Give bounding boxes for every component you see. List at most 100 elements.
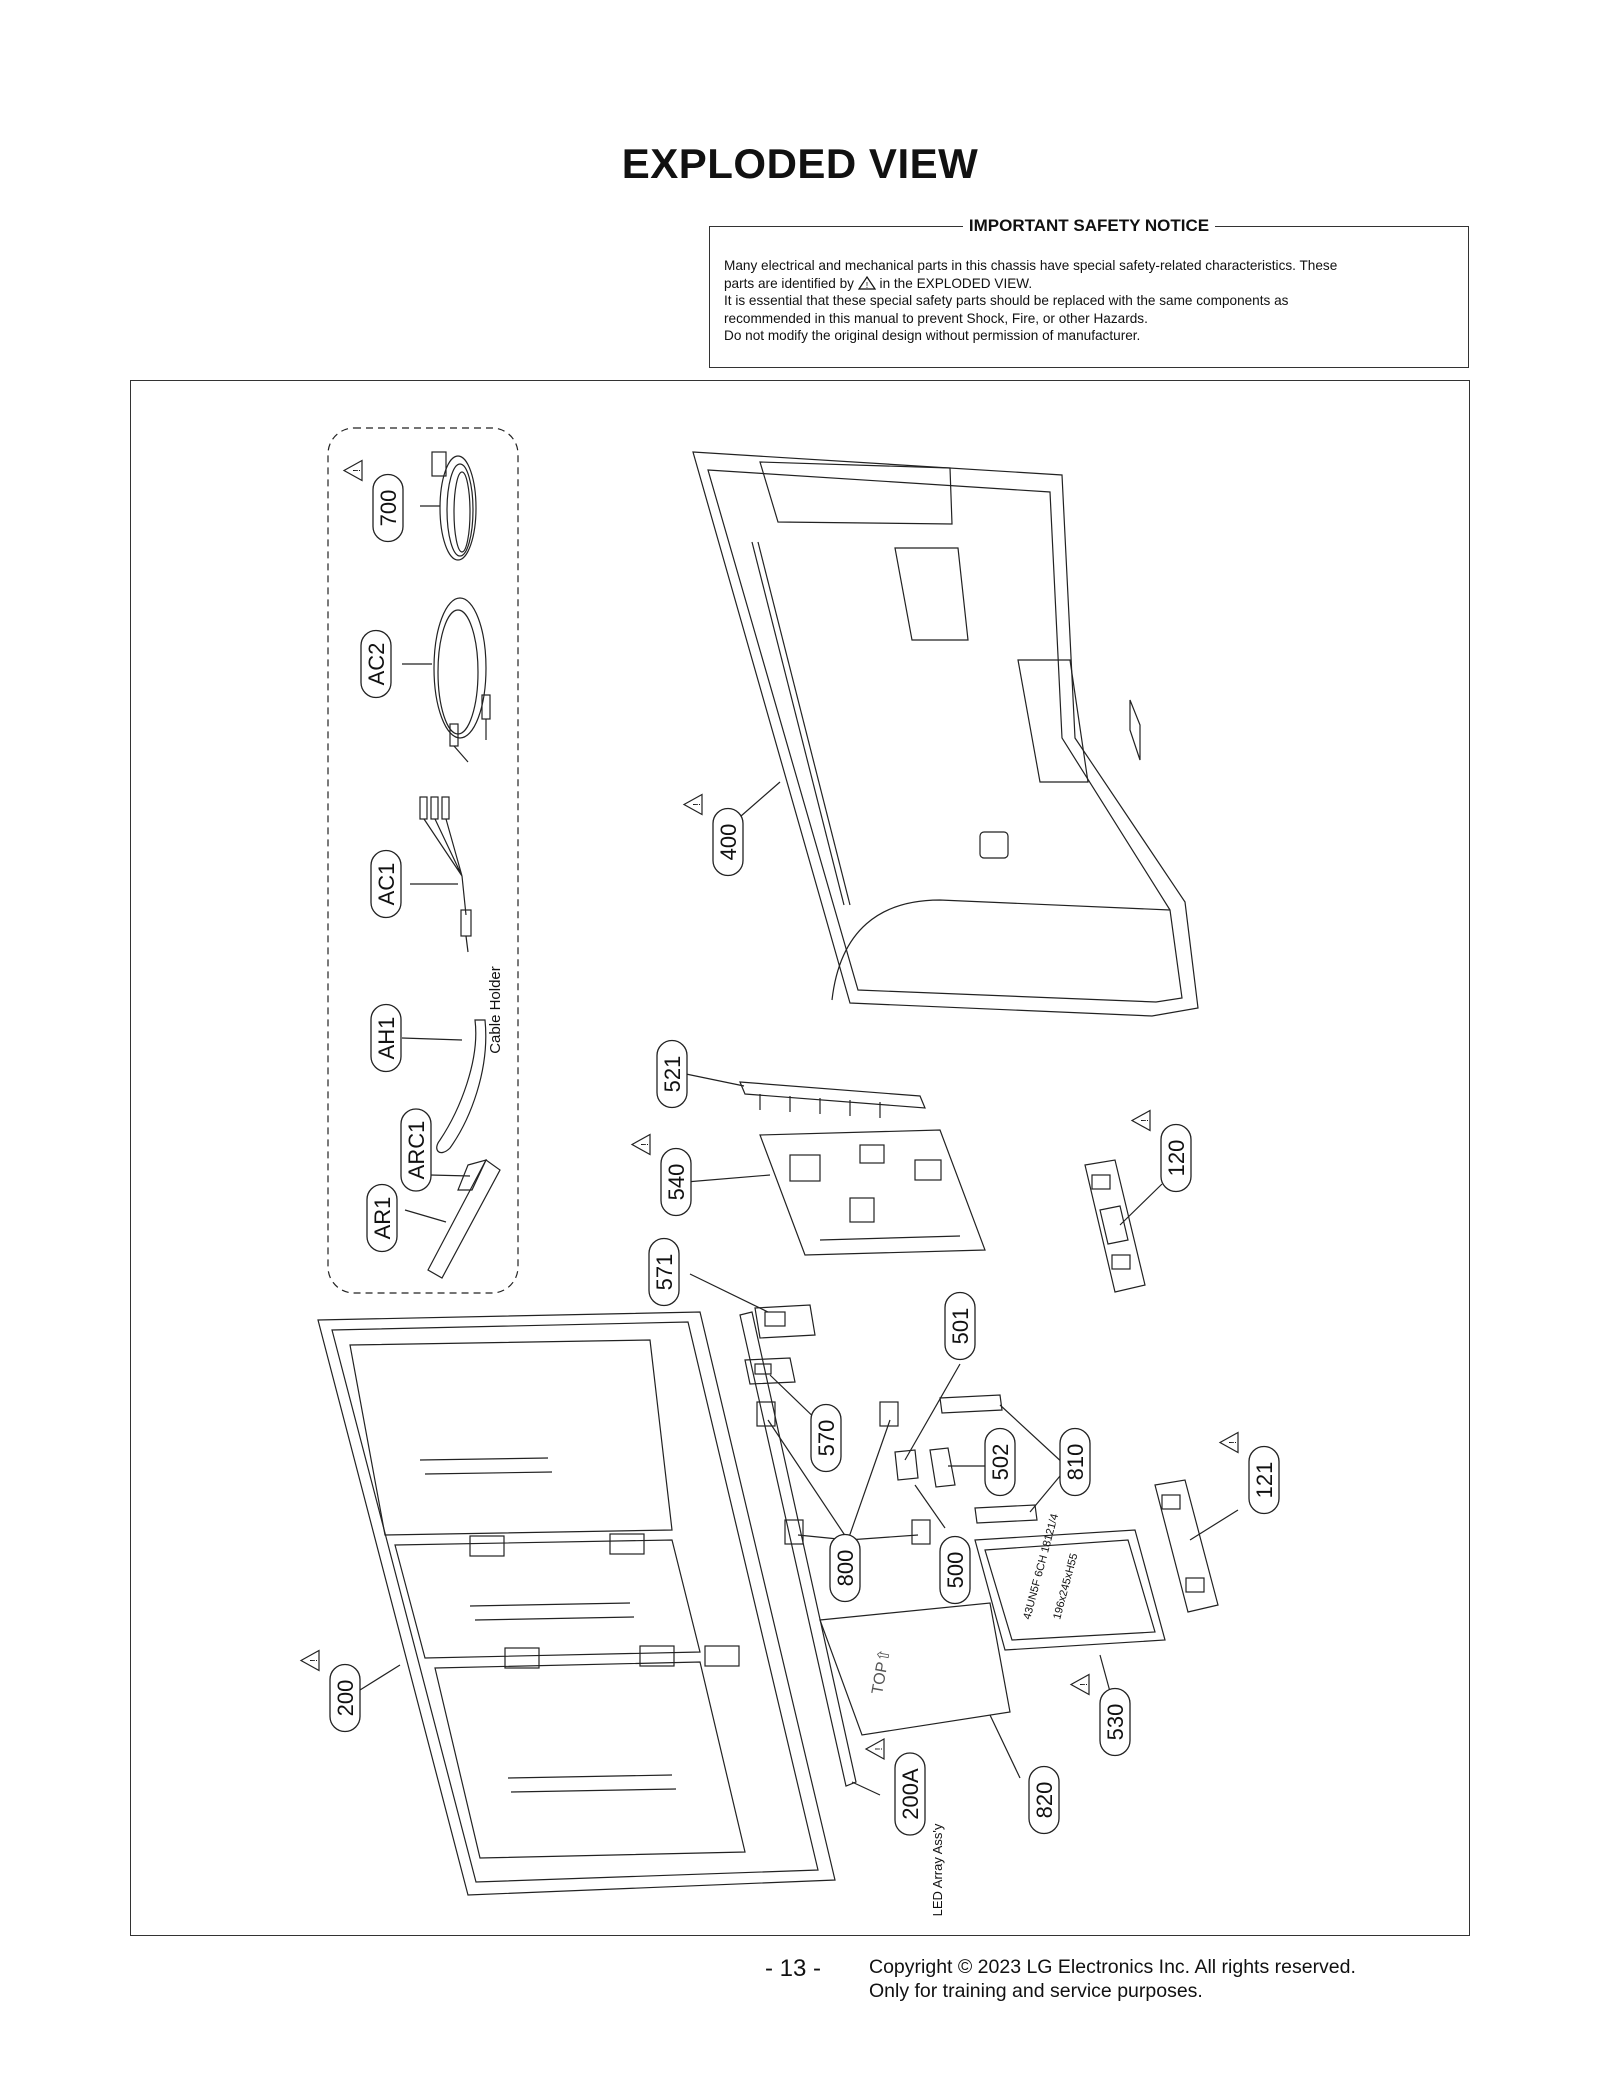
part-number: AC1 [374,863,399,906]
bracket-521-icon [739,1081,926,1118]
warning-triangle-icon: ! [1218,1431,1239,1454]
svg-text:!: ! [692,803,703,806]
part-label-502: 502 [984,1427,1016,1497]
front-panel-icon [317,1311,836,1896]
warning-triangle-icon: ! [682,793,703,816]
part-label-570: 570 [810,1403,842,1473]
part-number: 501 [948,1308,973,1345]
svg-text:!: ! [1140,1119,1151,1122]
bracket-571-icon [754,1304,816,1339]
safety-notice-title: IMPORTANT SAFETY NOTICE [962,216,1216,235]
notice-line-1: Many electrical and mechanical parts in … [724,258,1338,273]
part-number: 700 [376,490,401,527]
part-label-400: 400 [712,807,744,877]
safety-notice-text: Many electrical and mechanical parts in … [724,257,1454,345]
cable-holder-label: Cable Holder [487,966,504,1054]
speaker-121-icon [1154,1479,1219,1613]
notice-line-2-post: in the EXPLODED VIEW. [879,275,1033,291]
led-array-icon [739,1311,857,1787]
main-board-icon [759,1129,986,1256]
page-number: - 13 - [765,1955,822,1982]
svg-text:!: ! [874,1748,885,1751]
part-label-ac1: AC1 [370,849,402,919]
svg-text:!: ! [352,469,363,472]
part-label-ah1: AH1 [370,1003,402,1073]
component-cable-icon [410,796,472,953]
warning-triangle-icon: ! [864,1737,885,1761]
hinge-800-icon [756,1401,931,1545]
part-number: 120 [1164,1140,1189,1177]
copyright: Copyright © 2023 LG Electronics Inc. All… [869,1955,1356,2003]
power-board-text-2: 196x245xH55 [1051,1552,1080,1621]
part-number: 521 [660,1056,685,1093]
bracket-502-icon [929,1447,956,1488]
part-label-700: 700 [372,473,404,543]
top-marker-label: TOP⇧ [869,1647,894,1695]
part-label-571: 571 [648,1237,680,1307]
part-label-521: 521 [656,1039,688,1109]
part-number: ARC1 [404,1121,429,1180]
copyright-line-2: Only for training and service purposes. [869,1980,1203,2002]
part-label-530: 530 [1099,1687,1131,1757]
part-number: AC2 [364,643,389,686]
warning-triangle-icon: ! [299,1649,320,1672]
part-number: 200A [898,1768,923,1820]
svg-text:!: ! [640,1143,651,1146]
part-label-810: 810 [1059,1427,1091,1497]
svg-text:!: ! [866,281,868,290]
svg-text:!: ! [309,1659,320,1662]
notice-line-5: Do not modify the original design withou… [724,328,1141,343]
part-number: 810 [1063,1444,1088,1481]
part-label-820: 820 [1028,1765,1060,1835]
part-number: 500 [943,1552,968,1589]
led-array-label: LED Array Ass'y [930,1823,945,1916]
power-cord-icon [420,451,477,561]
part-number: 820 [1032,1782,1057,1819]
back-cover-icon [692,451,1199,1017]
page-title: EXPLODED VIEW [621,140,979,187]
insulator-sheet-icon: TOP⇧ [819,1602,1011,1736]
part-label-501: 501 [944,1291,976,1361]
warning-triangle-icon: ! [857,275,876,290]
notice-line-4: recommended in this manual to prevent Sh… [724,310,1148,326]
copyright-line-1: Copyright © 2023 LG Electronics Inc. All… [869,1956,1356,1978]
remote-control-icon [404,1159,501,1279]
part-label-200: 200 [329,1663,361,1733]
power-board-icon: 43UN5F 6CH 18121/4 196x245xH55 [974,1513,1166,1651]
av-cable-icon [402,597,491,763]
bracket-810-icon [939,1394,1038,1524]
part-label-121: 121 [1248,1445,1280,1515]
part-number: 200 [333,1680,358,1717]
part-label-ar1: AR1 [366,1183,398,1253]
part-number: AR1 [370,1197,395,1240]
speaker-120-icon [1084,1159,1146,1293]
notice-line-3: It is essential that these special safet… [724,293,1289,308]
notice-line-2-pre: parts are identified by [724,275,854,291]
safety-notice-box: IMPORTANT SAFETY NOTICE Many electrical … [709,216,1469,368]
part-label-120: 120 [1160,1123,1192,1193]
part-number: 530 [1103,1704,1128,1741]
warning-triangle-icon: ! [1130,1109,1151,1132]
part-label-500: 500 [939,1535,971,1605]
part-number: 502 [988,1444,1013,1481]
bracket-501-icon [894,1449,919,1481]
warning-triangle-icon: ! [1069,1673,1090,1696]
part-number: 800 [833,1550,858,1587]
part-number: 540 [664,1164,689,1201]
part-label-200a: 200A [894,1752,926,1836]
part-label-ac2: AC2 [360,629,392,699]
part-label-800: 800 [829,1533,861,1603]
svg-text:!: ! [1228,1441,1239,1444]
notice-line-2: parts are identified by ! in the EXPLODE… [724,275,1454,293]
part-number: AH1 [374,1017,399,1060]
part-number: 400 [716,824,741,861]
warning-triangle-icon: ! [342,459,363,482]
exploded-view-frame [130,380,1470,1936]
part-number: 571 [652,1254,677,1291]
part-number: 121 [1252,1462,1277,1499]
part-number: 570 [814,1420,839,1457]
part-label-arc1: ARC1 [400,1108,432,1192]
svg-text:!: ! [1079,1683,1090,1686]
warning-triangle-icon: ! [630,1133,651,1156]
